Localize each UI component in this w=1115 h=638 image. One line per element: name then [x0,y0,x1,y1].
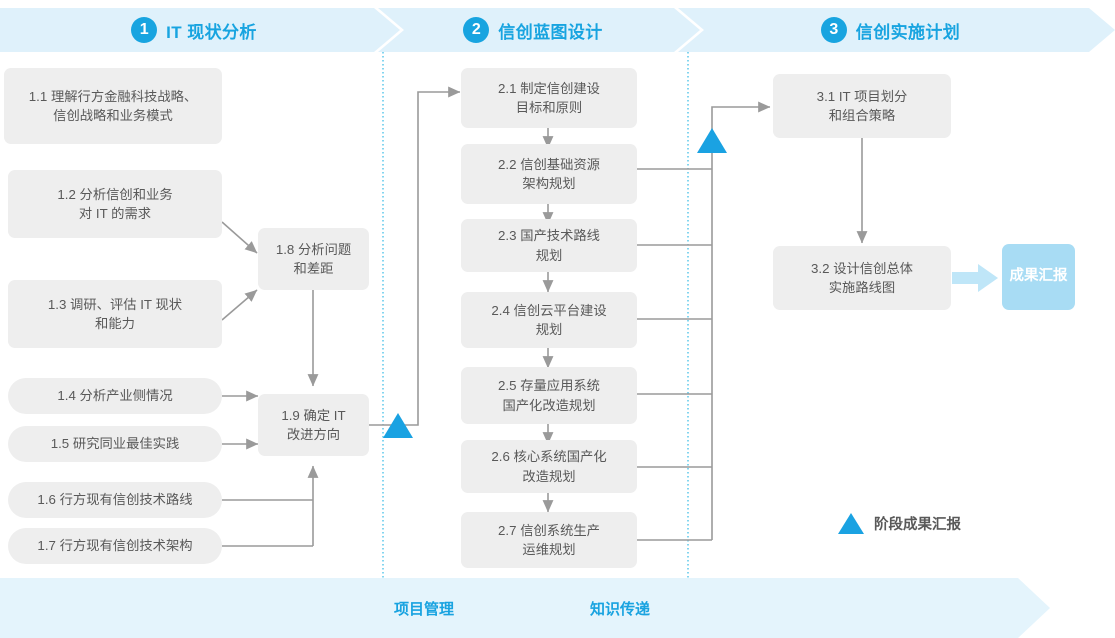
phase-title-2: 信创蓝图设计 [498,22,603,42]
phase-number-3: 3 [820,17,847,43]
phase-number-1: 1 [131,17,158,43]
task-line: 1.6 行方现有信创技术路线 [37,492,193,508]
task-line: 对 IT 的需求 [78,206,152,221]
task-line: 1.5 研究同业最佳实践 [50,436,180,452]
result-line: 成果 [1009,268,1039,285]
phase-title-1: IT 现状分析 [166,22,257,42]
task-box-3-1[interactable]: 3.1 IT 项目划分和组合策略 [773,74,951,138]
task-line: 实施路线图 [828,280,896,295]
task-box-1-7[interactable]: 1.7 行方现有信创技术架构 [8,528,222,564]
task-line: 1.2 分析信创和业务 [57,186,173,202]
task-line: 信创战略和业务模式 [53,108,173,123]
phase-header-2: 2 信创蓝图设计 [378,8,700,52]
band-label-knowledge-transfer: 知识传递 [590,601,651,618]
task-line: 和差距 [293,261,334,276]
task-box-2-2[interactable]: 2.2 信创基础资源架构规划 [461,144,637,204]
milestone-triangle-phase2 [697,128,727,153]
task-line: 2.5 存量应用系统 [498,378,600,394]
task-line: 1.9 确定 IT [281,407,346,423]
task-box-1-5[interactable]: 1.5 研究同业最佳实践 [8,426,222,462]
task-line: 1.7 行方现有信创技术架构 [37,538,193,554]
task-box-1-1[interactable]: 1.1 理解行方金融科技战略、信创战略和业务模式 [4,68,222,144]
band-label-project-management: 项目管理 [394,601,455,618]
task-box-2-5[interactable]: 2.5 存量应用系统国产化改造规划 [461,367,637,424]
task-box-2-7[interactable]: 2.7 信创系统生产运维规划 [461,512,637,568]
task-line: 2.6 核心系统国产化 [491,449,607,465]
task-line: 规划 [535,247,563,263]
phase-header-1: 1 IT 现状分析 [0,8,400,52]
task-line: 2.7 信创系统生产 [498,522,600,538]
triangle-icon [838,513,864,534]
task-line: 3.1 IT 项目划分 [816,88,908,104]
task-line: 架构规划 [522,176,576,191]
milestone-triangle-phase1 [383,413,413,438]
legend: 阶段成果汇报 [838,513,961,534]
task-box-1-3[interactable]: 1.3 调研、评估 IT 现状和能力 [8,280,222,348]
task-line: 运维规划 [522,542,576,557]
result-line: 汇报 [1038,268,1068,285]
task-line: 改进方向 [286,427,341,442]
task-line: 规划 [535,322,563,337]
result-arrow [952,264,998,292]
legend-label: 阶段成果汇报 [874,517,961,533]
task-line: 1.3 调研、评估 IT 现状 [47,296,183,312]
result-box[interactable]: 成果汇报 [1002,244,1075,310]
task-box-1-6[interactable]: 1.6 行方现有信创技术路线 [8,482,222,518]
task-box-1-8[interactable]: 1.8 分析问题和差距 [258,228,369,290]
task-box-1-2[interactable]: 1.2 分析信创和业务对 IT 的需求 [8,170,222,238]
task-line: 和能力 [95,316,135,331]
phase-title-3: 信创实施计划 [855,22,961,42]
task-line: 3.2 设计信创总体 [811,260,913,276]
task-line: 改造规划 [522,468,576,484]
task-line: 1.8 分析问题 [275,241,352,257]
task-line: 2.4 信创云平台建设 [491,302,607,318]
phase-number-2: 2 [463,17,490,43]
task-line: 和组合策略 [828,108,896,123]
phase-header-3: 3 信创实施计划 [678,8,1115,52]
task-line: 1.1 理解行方金融科技战略、 [28,88,198,104]
task-box-3-2[interactable]: 3.2 设计信创总体实施路线图 [773,246,951,310]
task-line: 国产化改造规划 [502,397,596,413]
task-box-2-4[interactable]: 2.4 信创云平台建设规划 [461,292,637,348]
task-line: 目标和原则 [515,100,583,115]
task-box-2-1[interactable]: 2.1 制定信创建设目标和原则 [461,68,637,128]
task-line: 2.2 信创基础资源 [498,156,600,172]
task-line: 2.3 国产技术路线 [498,228,600,244]
task-box-1-9[interactable]: 1.9 确定 IT 改进方向 [258,394,369,456]
task-line: 1.4 分析产业侧情况 [57,388,173,404]
task-line: 2.1 制定信创建设 [498,80,600,96]
task-box-2-6[interactable]: 2.6 核心系统国产化改造规划 [461,440,637,493]
task-box-2-3[interactable]: 2.3 国产技术路线规划 [461,219,637,272]
task-box-1-4[interactable]: 1.4 分析产业侧情况 [8,378,222,414]
